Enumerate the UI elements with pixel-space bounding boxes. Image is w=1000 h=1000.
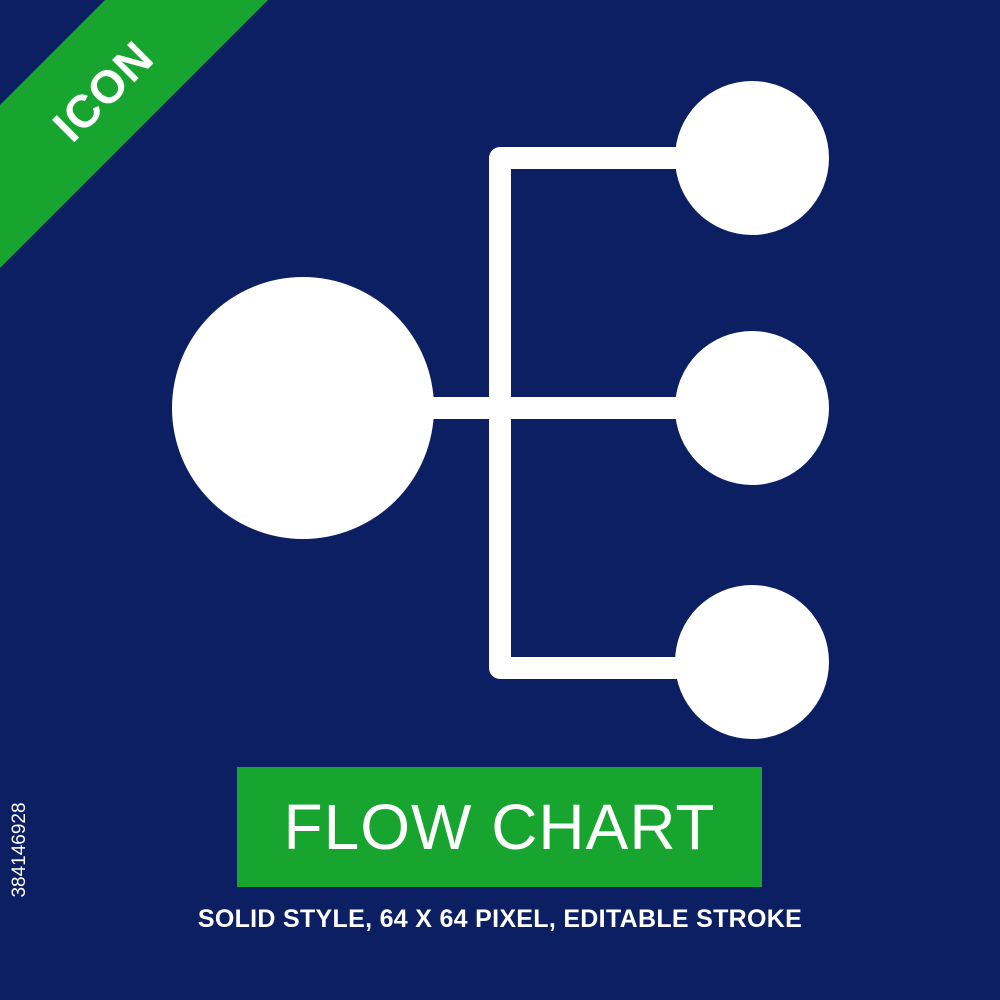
child-node-middle-circle bbox=[675, 331, 829, 485]
stock-id-text: 384146928 bbox=[9, 802, 30, 898]
subtitle-text: SOLID STYLE, 64 X 64 PIXEL, EDITABLE STR… bbox=[197, 905, 803, 933]
child-node-top-circle bbox=[675, 81, 829, 235]
title-text: FLOW CHART bbox=[283, 791, 716, 863]
child-node-bottom-circle bbox=[675, 585, 829, 739]
title-banner: FLOW CHART bbox=[237, 767, 762, 887]
root-node-circle bbox=[172, 277, 434, 539]
stock-id-label: 384146928 bbox=[0, 760, 40, 940]
